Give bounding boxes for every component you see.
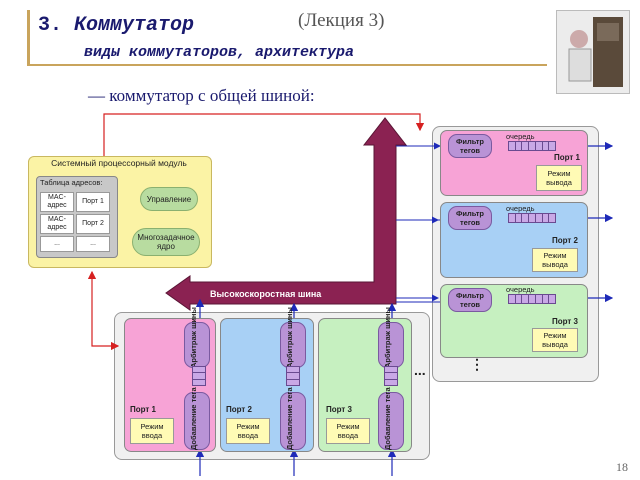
lecture-label: (Лекция 3): [298, 10, 385, 31]
more-output-ports-dots: ⋮: [470, 356, 484, 372]
section-heading: — коммутатор с общей шиной:: [88, 86, 315, 105]
bus-arbiter-1-label: Арбитраж шины: [189, 307, 198, 368]
accent-horizontal-rule: [27, 64, 547, 66]
address-cell: MAC-адрес: [40, 192, 74, 212]
tag-filter-3: Фильтр тегов: [448, 288, 492, 312]
page-number: 18: [616, 460, 628, 474]
input-mode-3: Режим ввода: [326, 418, 370, 444]
input-port-1-label: Порт 1: [130, 405, 157, 414]
bus-arbiter-2-label: Арбитраж шины: [285, 307, 294, 368]
multitask-kernel-block: Многозадачное ядро: [132, 228, 200, 256]
title-number: 3.: [38, 14, 63, 37]
address-table-title: Таблица адресов:: [40, 178, 103, 187]
system-module-title: Системный процессорный модуль: [51, 158, 187, 168]
address-cell: MAC-адрес: [40, 214, 74, 234]
portrait-photo: [556, 10, 630, 94]
output-mode-1: Режим вывода: [536, 165, 582, 191]
queue-3: [508, 294, 556, 304]
bus-arbiter-1: [184, 322, 210, 368]
port-cell: ...: [76, 236, 110, 252]
input-port-3-label: Порт 3: [326, 405, 353, 414]
input-buffer-1: [192, 366, 206, 386]
bus-arbiter-2: [280, 322, 306, 368]
output-port-3-label: Порт 3: [552, 317, 579, 326]
queue-label-3: очередь: [506, 285, 535, 294]
input-mode-2: Режим ввода: [226, 418, 270, 444]
accent-vertical-rule: [27, 10, 30, 66]
output-port-1-label: Порт 1: [554, 153, 581, 162]
red-arrow-bottom: [91, 300, 120, 351]
tag-adder-3-label: Добавление тега: [383, 387, 392, 450]
tag-filter-2: Фильтр тегов: [448, 206, 492, 230]
tag-adder-2-label: Добавление тега: [285, 387, 294, 450]
title-text: Коммутатор: [74, 14, 195, 37]
queue-label-1: очередь: [506, 132, 535, 141]
tag-adder-3: [378, 392, 404, 450]
port-cell: Порт 1: [76, 192, 110, 212]
port-cell: Порт 2: [76, 214, 110, 234]
queue-2: [508, 213, 556, 223]
tag-adder-2: [280, 392, 306, 450]
bus-label: Высокоскоростная шина: [210, 289, 322, 299]
tag-filter-1: Фильтр тегов: [448, 134, 492, 158]
control-block: Управление: [140, 187, 198, 211]
input-port-2-label: Порт 2: [226, 405, 253, 414]
slide-subtitle: виды коммутаторов, архитектура: [84, 44, 355, 61]
slide-title: 3. Коммутатор: [38, 14, 194, 37]
red-arrow-top: [103, 113, 425, 156]
bus-arbiter-3-label: Арбитраж шины: [383, 307, 392, 368]
input-buffer-3: [384, 366, 398, 386]
input-buffer-2: [286, 366, 300, 386]
high-speed-bus-arrow: [165, 117, 408, 311]
tag-adder-1-label: Добавление тега: [189, 387, 198, 450]
output-mode-3: Режим вывода: [532, 328, 578, 352]
address-cell: ...: [40, 236, 74, 252]
tag-adder-1: [184, 392, 210, 450]
input-mode-1: Режим ввода: [130, 418, 174, 444]
queue-label-2: очередь: [506, 204, 535, 213]
more-input-ports-dots: ...: [414, 362, 426, 378]
output-mode-2: Режим вывода: [532, 248, 578, 272]
output-port-2-label: Порт 2: [552, 236, 579, 245]
bus-arbiter-3: [378, 322, 404, 368]
queue-1: [508, 141, 556, 151]
